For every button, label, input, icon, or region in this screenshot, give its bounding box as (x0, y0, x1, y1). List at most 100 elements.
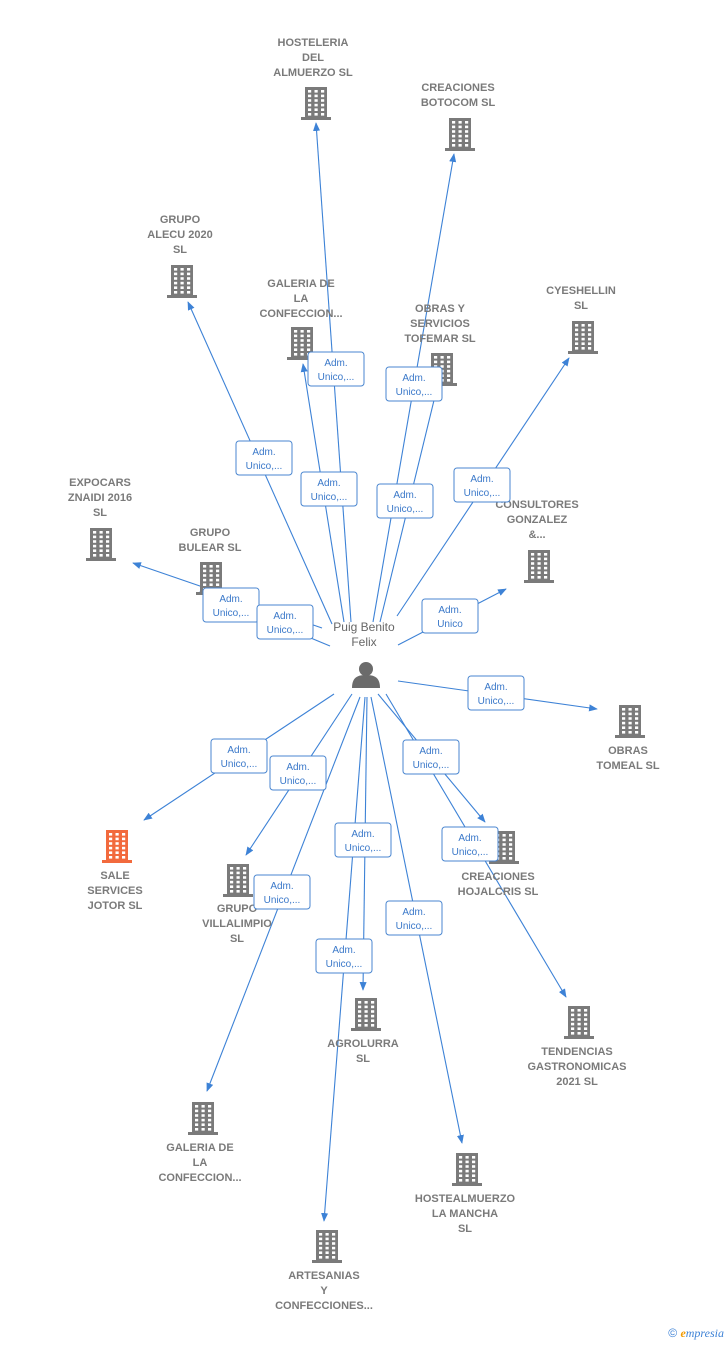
center-person[interactable]: Puig Benito Felix (333, 620, 395, 688)
company-label-line: SL (230, 933, 244, 945)
company-label-line: CYESHELLIN (546, 285, 616, 297)
role-label-text: Adm. (252, 447, 275, 458)
role-label-obras-tomeal[interactable]: Adm.Unico,... (467, 675, 525, 711)
company-label-line: SL (93, 507, 107, 519)
role-label-text: Unico,... (345, 843, 382, 854)
role-label-cyeshellin[interactable]: Adm.Unico,... (453, 467, 511, 503)
role-label-box (334, 822, 392, 858)
company-label-line: LA (294, 293, 309, 305)
company-label-line: 2021 SL (556, 1076, 598, 1088)
role-label-box (269, 755, 327, 791)
center-person-name-line-1: Puig Benito (333, 620, 395, 634)
role-label-sale-services[interactable]: Adm.Unico,... (210, 738, 268, 774)
company-label-line: CONFECCION... (158, 1172, 241, 1184)
role-label-box (235, 440, 293, 476)
role-label-text: Adm. (351, 829, 374, 840)
company-node-galeria-top[interactable]: GALERIA DELACONFECCION... (259, 278, 343, 360)
edge-labels-layer: Adm. Unico,... Adm. Unico,... Adm. Unico,... A… (202, 351, 525, 974)
role-label-obras-servicios[interactable]: Adm. Unico,... (376, 483, 434, 519)
company-label-line: HOSTELERIA (278, 37, 349, 49)
company-node-cyeshellin[interactable]: CYESHELLIN SL (546, 285, 616, 354)
footer-brand: © empresia (668, 1326, 724, 1341)
role-label-consultores[interactable]: Adm. Unico (421, 598, 479, 634)
company-label-line: HOJALCRIS SL (458, 886, 539, 898)
role-label-text: Unico,... (452, 847, 489, 858)
building-icon (445, 118, 475, 151)
role-label-grupo-villalimpio[interactable]: Adm.Unico,... (269, 755, 327, 791)
company-label-line: Y (320, 1285, 328, 1297)
role-label-expocars[interactable]: Adm.Unico,... (202, 587, 260, 623)
building-icon (86, 528, 116, 561)
company-node-consultores[interactable]: CONSULTORESGONZALEZ&... (495, 499, 579, 583)
company-label-line: BULEAR SL (179, 542, 242, 554)
role-label-text: Unico,... (478, 696, 515, 707)
role-label-text: Adm. (393, 490, 416, 501)
company-label-line: LA MANCHA (432, 1208, 498, 1220)
company-node-hosteleria[interactable]: HOSTELERIA DEL ALMUERZO SL (273, 37, 353, 120)
company-label-line: TOFEMAR SL (404, 333, 476, 345)
company-label-line: CONFECCIONES... (275, 1300, 373, 1312)
role-label-box (385, 366, 443, 402)
role-label-text: Adm. (438, 605, 461, 616)
company-label-line: GRUPO (190, 527, 231, 539)
company-label-line: ALMUERZO SL (273, 67, 353, 79)
role-label-grupo-alecu[interactable]: Adm. Unico,... (235, 440, 293, 476)
company-label-line: OBRAS Y (415, 303, 466, 315)
role-label-text: Unico,... (221, 759, 258, 770)
company-label-line: SL (574, 300, 588, 312)
role-label-text: Unico (437, 619, 463, 630)
role-label-galeria-bottom[interactable]: Adm. Unico,... (253, 874, 311, 910)
role-label-text: Unico,... (387, 504, 424, 515)
role-label-galeria-top[interactable]: Adm.Unico,... (300, 471, 358, 507)
company-node-grupo-bulear[interactable]: GRUPO BULEAR SL (179, 527, 242, 595)
role-label-agrolurra[interactable]: Adm. Unico,... (334, 822, 392, 858)
role-label-hosteleria[interactable]: Adm.Unico,... (307, 351, 365, 387)
role-label-text: Unico,... (264, 895, 301, 906)
role-label-text: Adm. (273, 611, 296, 622)
company-node-galeria-bottom[interactable]: GALERIA DELACONFECCION... (158, 1102, 242, 1184)
role-label-artesanias[interactable]: Adm.Unico,... (315, 938, 373, 974)
role-label-box (467, 675, 525, 711)
role-label-grupo-bulear[interactable]: Adm.Unico,... (256, 604, 314, 640)
person-icon (352, 662, 380, 688)
company-label-line: SERVICIOS (410, 318, 470, 330)
building-icon (287, 327, 317, 360)
role-label-text: Unico,... (318, 372, 355, 383)
company-label-line: GRUPO (160, 214, 201, 226)
role-label-creaciones-botocom[interactable]: Adm.Unico,... (385, 366, 443, 402)
building-icon (524, 550, 554, 583)
role-label-text: Unico,... (326, 959, 363, 970)
role-label-text: Adm. (458, 833, 481, 844)
company-label-line: SERVICES (87, 885, 142, 897)
company-label-line: SL (173, 244, 187, 256)
role-label-hostealmuerzo[interactable]: Adm.Unico,... (385, 900, 443, 936)
role-label-text: Unico,... (213, 608, 250, 619)
company-label-line: DEL (302, 52, 324, 64)
role-label-box (210, 738, 268, 774)
company-label-line: ZNAIDI 2016 (68, 492, 132, 504)
role-label-tendencias[interactable]: Adm. Unico,... (441, 826, 499, 862)
company-label-line: ARTESANIAS (288, 1270, 360, 1282)
role-label-text: Adm. (402, 373, 425, 384)
center-person-name-line-2: Felix (351, 635, 376, 649)
role-label-text: Adm. (270, 881, 293, 892)
company-label-line: SL (356, 1053, 370, 1065)
company-label-line: &... (528, 529, 545, 541)
brand-logo-e: e (680, 1326, 686, 1340)
role-label-creaciones-hojalcris[interactable]: Adm.Unico,... (402, 739, 460, 775)
company-label-line: CREACIONES (461, 871, 534, 883)
copyright-icon: © (668, 1326, 678, 1340)
role-label-text: Adm. (419, 746, 442, 757)
role-label-text: Unico,... (246, 461, 283, 472)
company-node-artesanias[interactable]: ARTESANIAS Y CONFECCIONES... (275, 1230, 373, 1312)
